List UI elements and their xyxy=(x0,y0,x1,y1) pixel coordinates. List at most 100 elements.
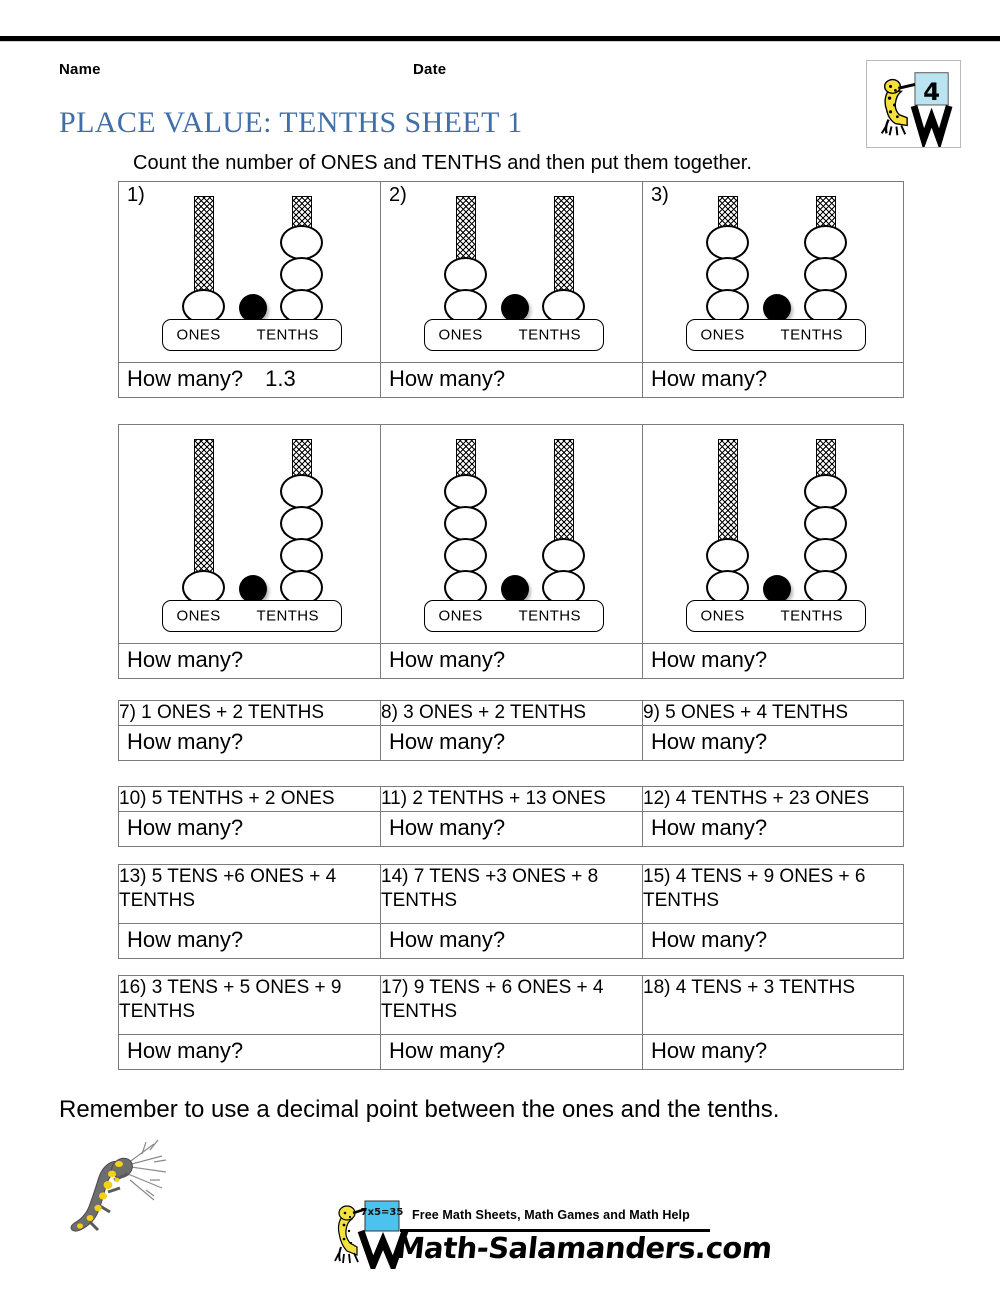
answer-prompt: How many? xyxy=(381,644,642,678)
question-cell-15: 15) 4 TENS + 9 ONES + 6 TENTHS xyxy=(642,864,904,924)
abacus-bead xyxy=(804,474,847,509)
abacus-bead xyxy=(706,225,749,260)
abacus-bead xyxy=(444,257,487,292)
question-cell-13: 13) 5 TENS +6 ONES + 4 TENTHS xyxy=(118,864,381,924)
footer-url: Math-Salamanders.com xyxy=(394,1231,774,1265)
abacus-bead xyxy=(280,506,323,541)
answer-prompt: How many? xyxy=(389,927,506,952)
answer-cell-6[interactable]: How many? xyxy=(642,643,904,679)
table-row: 7) 1 ONES + 2 TENTHS 8) 3 ONES + 2 TENTH… xyxy=(118,699,904,727)
abacus-cell-3: 3) ONES TENTHS xyxy=(642,181,904,363)
instruction-text: Count the number of ONES and TENTHS and … xyxy=(133,152,752,174)
abacus-rod xyxy=(717,439,738,554)
answer-prompt: How many? xyxy=(643,644,903,678)
abacus-bead xyxy=(280,474,323,509)
answer-cell-2[interactable]: How many? xyxy=(380,362,643,398)
question-number: 3) xyxy=(651,184,669,206)
date-label: Date xyxy=(413,61,447,78)
abacus-bead xyxy=(804,225,847,260)
answer-cell-1[interactable]: How many?1.3 xyxy=(118,362,381,398)
abacus-rod xyxy=(193,439,214,586)
abacus-diagram-4: ONES TENTHS xyxy=(119,425,380,643)
answer-cell-10[interactable]: How many? xyxy=(118,811,381,848)
abacus-bead xyxy=(280,225,323,260)
answer-cell-11[interactable]: How many? xyxy=(380,811,643,848)
table-row: ONES TENTHS ONES TENTHS ONES TENTHS xyxy=(118,424,904,644)
tenths-column-label: TENTHS xyxy=(518,607,581,625)
logo-board-text: 7x5=35 xyxy=(361,1207,404,1218)
remember-note: Remember to use a decimal point between … xyxy=(59,1096,780,1123)
ones-column-label: ONES xyxy=(700,326,745,344)
salamander-branch-icon xyxy=(70,1139,167,1232)
answer-cell-15[interactable]: How many? xyxy=(642,923,904,959)
abacus-bead xyxy=(444,506,487,541)
answer-prompt: How many?1.3 xyxy=(127,366,296,391)
abacus-bead xyxy=(182,570,225,605)
answer-value xyxy=(767,366,789,391)
answer-cell-12[interactable]: How many? xyxy=(642,811,904,848)
question-cell-8: 8) 3 ONES + 2 TENTHS xyxy=(380,699,643,727)
abacus-bead xyxy=(804,506,847,541)
table-row: 13) 5 TENS +6 ONES + 4 TENTHS 14) 7 TENS… xyxy=(118,864,904,924)
answer-prompt: How many? xyxy=(651,927,768,952)
answer-cell-9[interactable]: How many? xyxy=(642,725,904,762)
table-row: How many?1.3 How many? How many? xyxy=(118,362,904,398)
footer-salamander-illustration xyxy=(62,1130,182,1242)
table-row: 16) 3 TENS + 5 ONES + 9 TENTHS 17) 9 TEN… xyxy=(118,975,904,1035)
answer-cell-17[interactable]: How many? xyxy=(380,1034,643,1070)
answer-prompt: How many? xyxy=(651,815,768,841)
answer-cell-5[interactable]: How many? xyxy=(380,643,643,679)
answer-prompt: How many? xyxy=(381,363,642,397)
answer-prompt: How many? xyxy=(389,729,506,755)
answer-prompt: How many? xyxy=(127,927,244,952)
answer-cell-18[interactable]: How many? xyxy=(642,1034,904,1070)
answer-cell-13[interactable]: How many? xyxy=(118,923,381,959)
question-cell-7: 7) 1 ONES + 2 TENTHS xyxy=(118,699,381,727)
decimal-point-bead xyxy=(762,575,791,603)
tenths-column-label: TENTHS xyxy=(780,326,843,344)
question-cell-11: 11) 2 TENTHS + 13 ONES xyxy=(380,785,643,813)
tenths-column-label: TENTHS xyxy=(518,326,581,344)
abacus-bead xyxy=(182,289,225,324)
answer-prompt: How many? xyxy=(127,1038,244,1063)
question-table-13-15: 13) 5 TENS +6 ONES + 4 TENTHS 14) 7 TENS… xyxy=(118,864,904,959)
question-cell-17: 17) 9 TENS + 6 ONES + 4 TENTHS xyxy=(380,975,643,1035)
salamander-easel-logo-icon: 7x5=35 xyxy=(334,1200,409,1275)
tenths-column-label: TENTHS xyxy=(780,607,843,625)
decimal-point-bead xyxy=(762,294,791,322)
ones-column-label: ONES xyxy=(438,607,483,625)
tenths-column-label: TENTHS xyxy=(256,326,319,344)
abacus-bead xyxy=(542,538,585,573)
answer-prompt: How many? xyxy=(127,815,244,841)
footer-tagline: Free Math Sheets, Math Games and Math He… xyxy=(412,1208,690,1222)
question-cell-16: 16) 3 TENS + 5 ONES + 9 TENTHS xyxy=(118,975,381,1035)
decimal-point-bead xyxy=(238,294,267,322)
decimal-point-bead xyxy=(500,294,529,322)
abacus-rod xyxy=(553,439,574,554)
abacus-base-plate: ONES TENTHS xyxy=(161,600,342,632)
abacus-bead xyxy=(706,538,749,573)
table-row: How many? How many? How many? xyxy=(118,1034,904,1070)
tenths-column-label: TENTHS xyxy=(256,607,319,625)
answer-cell-3[interactable]: How many? xyxy=(642,362,904,398)
answer-cell-8[interactable]: How many? xyxy=(380,725,643,762)
answer-prompt: How many? xyxy=(651,1038,768,1063)
question-number: 1) xyxy=(127,184,145,206)
answer-cell-16[interactable]: How many? xyxy=(118,1034,381,1070)
ones-column-label: ONES xyxy=(176,607,221,625)
abacus-bead xyxy=(444,538,487,573)
question-table-16-18: 16) 3 TENS + 5 ONES + 9 TENTHS 17) 9 TEN… xyxy=(118,975,904,1070)
answer-cell-14[interactable]: How many? xyxy=(380,923,643,959)
answer-value: 1.3 xyxy=(265,366,296,391)
abacus-bead xyxy=(804,257,847,292)
table-row: How many? How many? How many? xyxy=(118,725,904,762)
abacus-base-plate: ONES TENTHS xyxy=(685,319,866,351)
abacus-bead xyxy=(280,538,323,573)
answer-cell-7[interactable]: How many? xyxy=(118,725,381,762)
answer-cell-4[interactable]: How many? xyxy=(118,643,381,679)
